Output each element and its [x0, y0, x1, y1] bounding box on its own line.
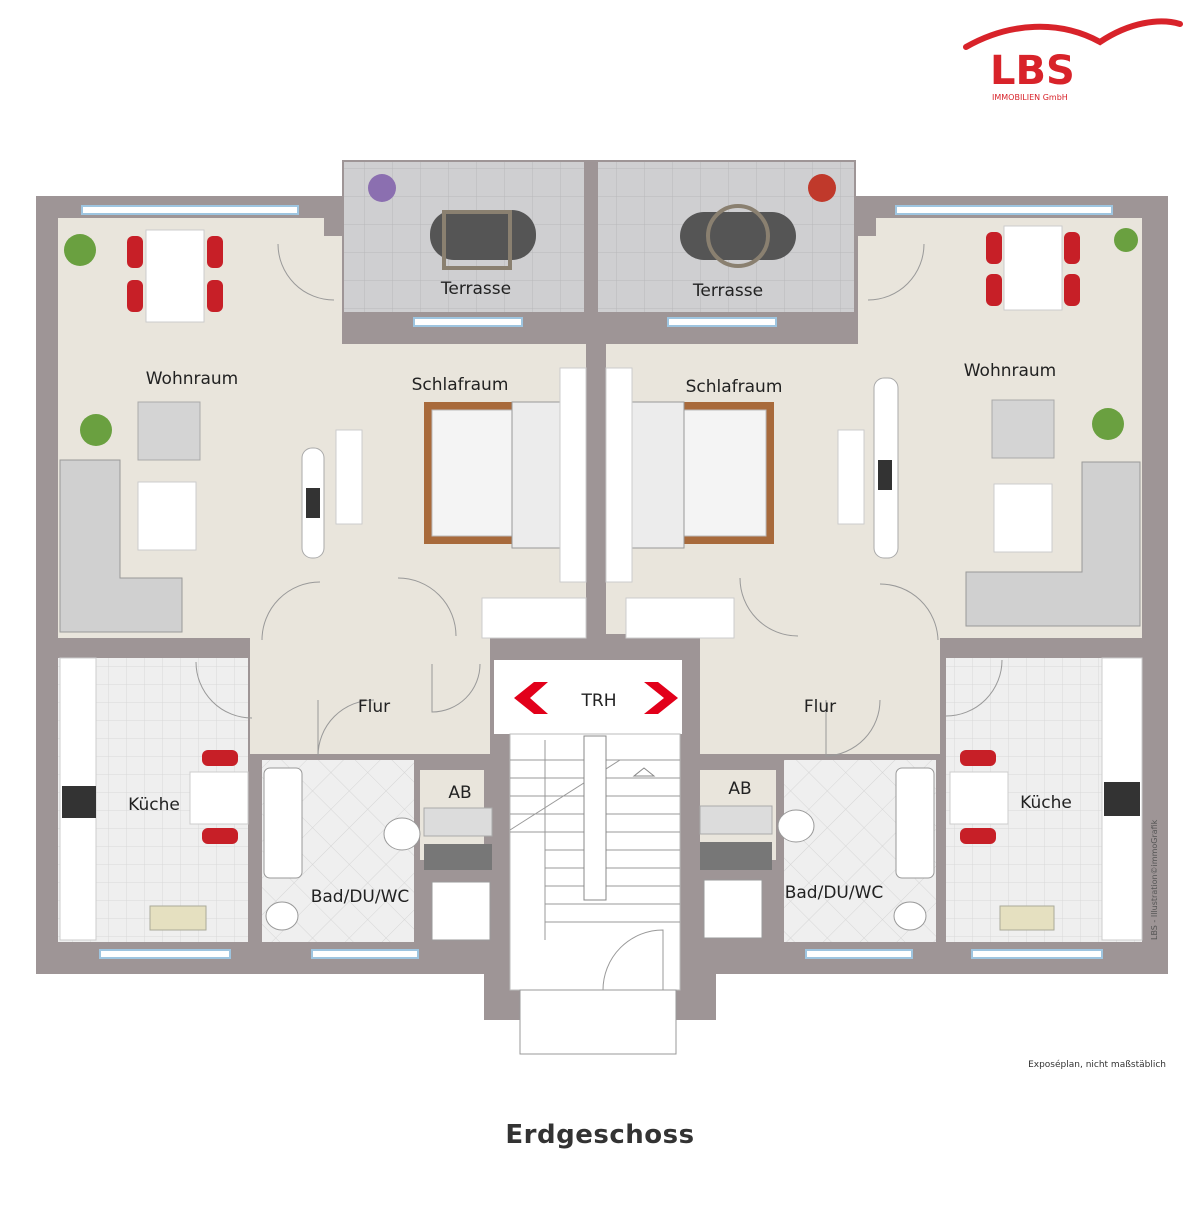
illustration-credit: LBS - Illustration©immoGrafik	[1150, 819, 1159, 940]
room-labels: Terrasse Terrasse Wohnraum Wohnraum Schl…	[128, 279, 1072, 907]
label-kueche-right: Küche	[1020, 793, 1072, 813]
scale-note: Exposéplan, nicht maßstäblich	[1028, 1060, 1166, 1070]
label-ab-left: AB	[448, 783, 471, 803]
floor-title: Erdgeschoss	[505, 1120, 695, 1150]
label-wohnraum-right: Wohnraum	[964, 361, 1057, 381]
windows	[81, 205, 1113, 959]
stairwell	[494, 660, 682, 1055]
label-schlafraum-left: Schlafraum	[412, 375, 509, 395]
door-swings	[195, 243, 1003, 757]
chevron-left-icon	[514, 682, 548, 714]
label-bad-right: Bad/DU/WC	[785, 883, 884, 903]
lbs-logo: LBS IMMOBILIEN GmbH	[963, 18, 1183, 102]
logo-brand: LBS	[990, 48, 1075, 94]
label-terrasse-left: Terrasse	[440, 279, 511, 299]
label-flur-left: Flur	[358, 697, 390, 717]
label-bad-left: Bad/DU/WC	[311, 887, 410, 907]
label-flur-right: Flur	[804, 697, 836, 717]
label-schlafraum-right: Schlafraum	[686, 377, 783, 397]
label-trh: TRH	[581, 691, 617, 711]
label-terrasse-right: Terrasse	[692, 281, 763, 301]
furniture-left	[59, 174, 587, 941]
label-wohnraum-left: Wohnraum	[146, 369, 239, 389]
furniture-right	[605, 174, 1143, 941]
logo-subtitle: IMMOBILIEN GmbH	[992, 93, 1068, 102]
label-kueche-left: Küche	[128, 795, 180, 815]
label-ab-right: AB	[728, 779, 751, 799]
chevron-right-icon	[644, 682, 678, 714]
